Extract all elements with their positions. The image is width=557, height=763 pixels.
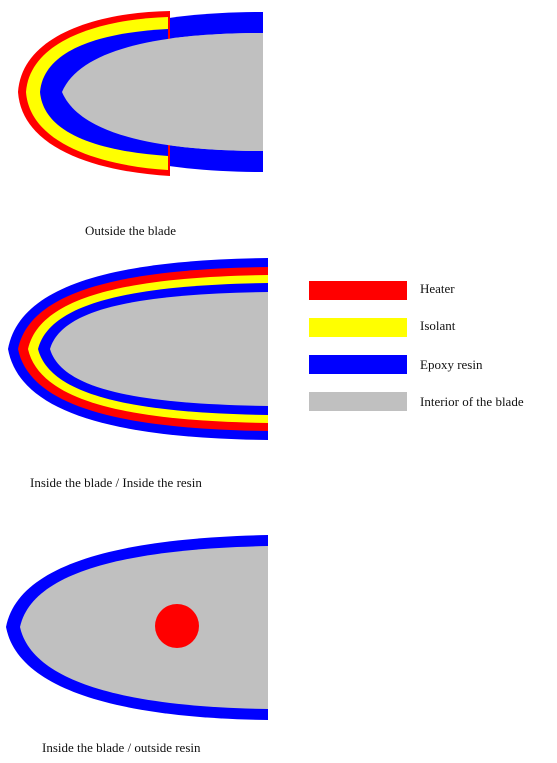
- diagram-outside-blade: [18, 11, 263, 176]
- caption-inside-resin: Inside the blade / Inside the resin: [30, 475, 202, 490]
- diagram-inside-resin: [8, 258, 268, 440]
- heater-element: [155, 604, 199, 648]
- legend-label-epoxy: Epoxy resin: [420, 357, 483, 372]
- legend-label-heater: Heater: [420, 281, 455, 296]
- legend-swatch-epoxy: [309, 355, 407, 374]
- legend-swatch-heater: [309, 281, 407, 300]
- blade-interior: [50, 292, 268, 406]
- legend-label-interior: Interior of the blade: [420, 394, 524, 409]
- caption-outside-blade: Outside the blade: [85, 223, 176, 238]
- legend-swatch-interior: [309, 392, 407, 411]
- diagram-outside-resin: [6, 535, 268, 720]
- caption-outside-resin: Inside the blade / outside resin: [42, 740, 201, 755]
- legend-label-isolant: Isolant: [420, 318, 456, 333]
- legend-swatch-isolant: [309, 318, 407, 337]
- blade-interior: [20, 546, 268, 709]
